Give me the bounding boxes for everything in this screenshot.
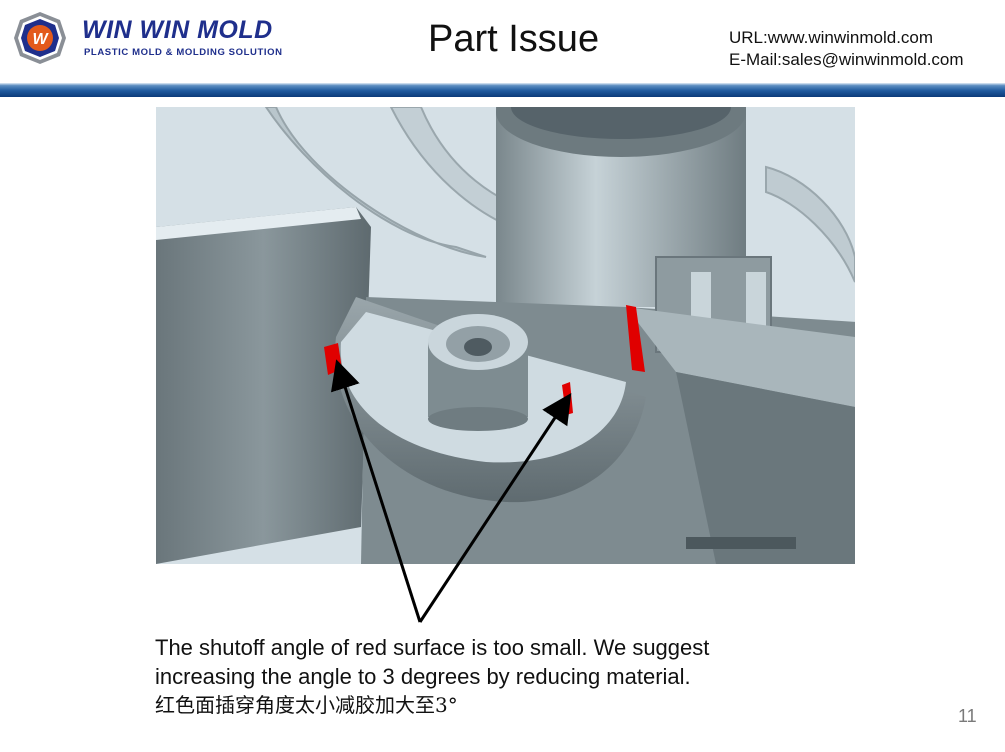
part-render-image <box>156 107 855 564</box>
contact-info: URL:www.winwinmold.com E-Mail:sales@winw… <box>729 27 964 71</box>
svg-text:W: W <box>32 31 49 48</box>
contact-url: URL:www.winwinmold.com <box>729 28 934 47</box>
winwinmold-logo-icon: W <box>14 12 66 64</box>
caption-line-2: increasing the angle to 3 degrees by red… <box>155 664 691 689</box>
issue-caption: The shutoff angle of red surface is too … <box>155 633 875 720</box>
page-number: 11 <box>958 706 977 726</box>
shutoff-red-surface-right <box>626 305 645 372</box>
brand-tagline: PLASTIC MOLD & MOLDING SOLUTION <box>84 47 283 58</box>
page-title: Part Issue <box>428 18 600 60</box>
contact-email: E-Mail:sales@winwinmold.com <box>729 50 964 69</box>
header-divider-bar <box>0 83 1005 97</box>
caption-line-chinese: 红色面插穿角度太小减胶加大至3° <box>155 693 458 717</box>
brand-name: WIN WIN MOLD <box>82 16 273 44</box>
caption-line-1: The shutoff angle of red surface is too … <box>155 635 710 660</box>
slide-header: W WIN WIN MOLD PLASTIC MOLD & MOLDING SO… <box>0 0 1005 84</box>
